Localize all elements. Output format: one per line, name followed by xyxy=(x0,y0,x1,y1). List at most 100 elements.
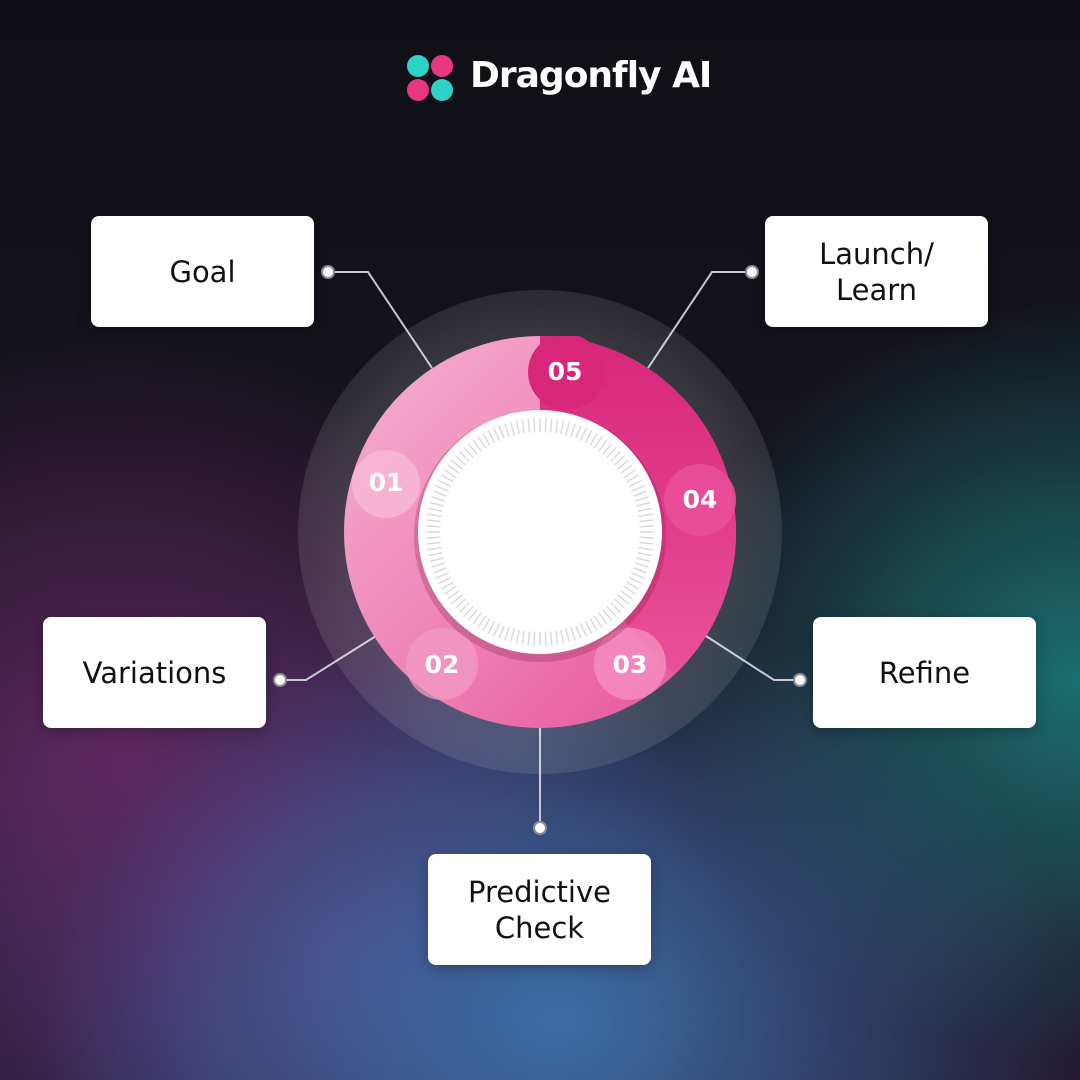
dial-tick xyxy=(610,602,622,614)
dial-tick xyxy=(638,546,653,551)
dial-tick xyxy=(428,552,443,557)
dial-tick xyxy=(438,479,452,488)
dial-tick xyxy=(429,557,444,563)
dial-tick xyxy=(565,628,571,643)
dial-tick xyxy=(560,420,565,435)
dial-tick xyxy=(482,432,491,446)
dial-tick xyxy=(610,450,622,462)
dial-tick xyxy=(458,450,470,462)
step-number-02: 02 xyxy=(424,650,460,679)
inner-disc xyxy=(418,410,662,654)
step-label-variations: Variations xyxy=(82,655,227,690)
dial-tick xyxy=(527,418,531,433)
step-bubble-04 xyxy=(664,464,736,536)
dial-tick xyxy=(613,598,626,609)
dial-tick xyxy=(533,631,536,646)
dial-tick xyxy=(433,490,447,497)
dial-tick xyxy=(544,631,547,646)
dial-tick xyxy=(433,567,447,574)
step-card-refine: Refine xyxy=(813,617,1036,728)
dial-tick xyxy=(443,585,457,595)
dial-tick xyxy=(498,625,505,639)
dial-tick xyxy=(492,623,501,637)
dial-tick xyxy=(639,536,654,539)
dial-tick xyxy=(504,423,510,438)
dial-tick xyxy=(426,541,441,545)
step-bubble-05 xyxy=(528,336,604,410)
dial-tick xyxy=(638,513,653,518)
dial-tick xyxy=(637,552,652,557)
connector-dot-launch xyxy=(745,265,759,279)
dial-tick xyxy=(435,571,449,580)
dial-ticks xyxy=(426,418,654,646)
connector-variations xyxy=(280,635,377,681)
connector-refine xyxy=(705,635,800,681)
dial-tick xyxy=(498,425,505,439)
step-number-03: 03 xyxy=(612,650,648,679)
dial-tick xyxy=(602,442,613,455)
dial-tick xyxy=(631,571,645,580)
dial-tick xyxy=(636,501,651,507)
dial-tick xyxy=(472,439,482,452)
dial-tick xyxy=(482,618,491,632)
dial-tick xyxy=(598,612,608,625)
dial-tick xyxy=(515,420,520,435)
dial-tick xyxy=(579,427,588,441)
dial-tick xyxy=(487,430,496,444)
dial-tick xyxy=(623,469,637,479)
dial-tick xyxy=(570,423,576,438)
dial-tick xyxy=(589,618,598,632)
brand-logo: Dragonfly AI xyxy=(404,50,712,106)
dial-tick xyxy=(626,581,640,590)
step-label-launch-learn: Launch/ Learn xyxy=(819,236,934,307)
dial-tick xyxy=(492,427,501,441)
dial-tick xyxy=(509,421,515,436)
step-number-01: 01 xyxy=(368,468,404,497)
dial-tick xyxy=(620,464,633,474)
dial-tick xyxy=(515,629,520,644)
dial-tick xyxy=(447,590,460,600)
dial-tick xyxy=(598,439,608,452)
dial-tick xyxy=(554,419,559,434)
dial-tick xyxy=(593,615,603,629)
dial-tick xyxy=(463,446,474,459)
dial-tick xyxy=(560,629,565,644)
dial-tick xyxy=(639,541,654,545)
connector-dot-variations xyxy=(273,673,287,687)
dial-tick xyxy=(628,576,642,585)
dial-tick xyxy=(477,615,487,629)
dial-tick xyxy=(427,513,442,518)
dial-tick xyxy=(472,612,482,625)
dial-tick xyxy=(637,507,652,512)
dial-tick xyxy=(620,590,633,600)
dial-tick xyxy=(427,546,442,551)
dial-tick xyxy=(533,418,536,433)
step-card-variations: Variations xyxy=(43,617,266,728)
dial-tick xyxy=(504,626,510,641)
dial-tick xyxy=(463,605,474,618)
step-label-goal: Goal xyxy=(169,254,236,289)
dial-tick xyxy=(617,459,630,470)
dial-tick xyxy=(633,490,647,497)
dial-tick xyxy=(626,474,640,483)
dragonfly-logo-icon xyxy=(407,55,453,101)
dial-tick xyxy=(426,536,441,539)
dial-tick xyxy=(440,474,454,483)
dial-tick xyxy=(426,525,441,528)
dial-tick xyxy=(431,562,446,568)
dial-tick xyxy=(467,442,478,455)
dial-tick xyxy=(438,576,452,585)
dial-tick xyxy=(435,484,449,493)
dial-tick xyxy=(527,631,531,646)
step-number-04: 04 xyxy=(682,485,718,514)
connector-dot-refine xyxy=(793,673,807,687)
dial-tick xyxy=(631,484,645,493)
dial-tick xyxy=(639,525,654,528)
dial-tick xyxy=(426,519,441,523)
dial-tick xyxy=(623,585,637,595)
dial-tick xyxy=(554,630,559,645)
dial-tick xyxy=(628,479,642,488)
dial-tick xyxy=(606,446,617,459)
step-label-refine: Refine xyxy=(878,655,971,690)
